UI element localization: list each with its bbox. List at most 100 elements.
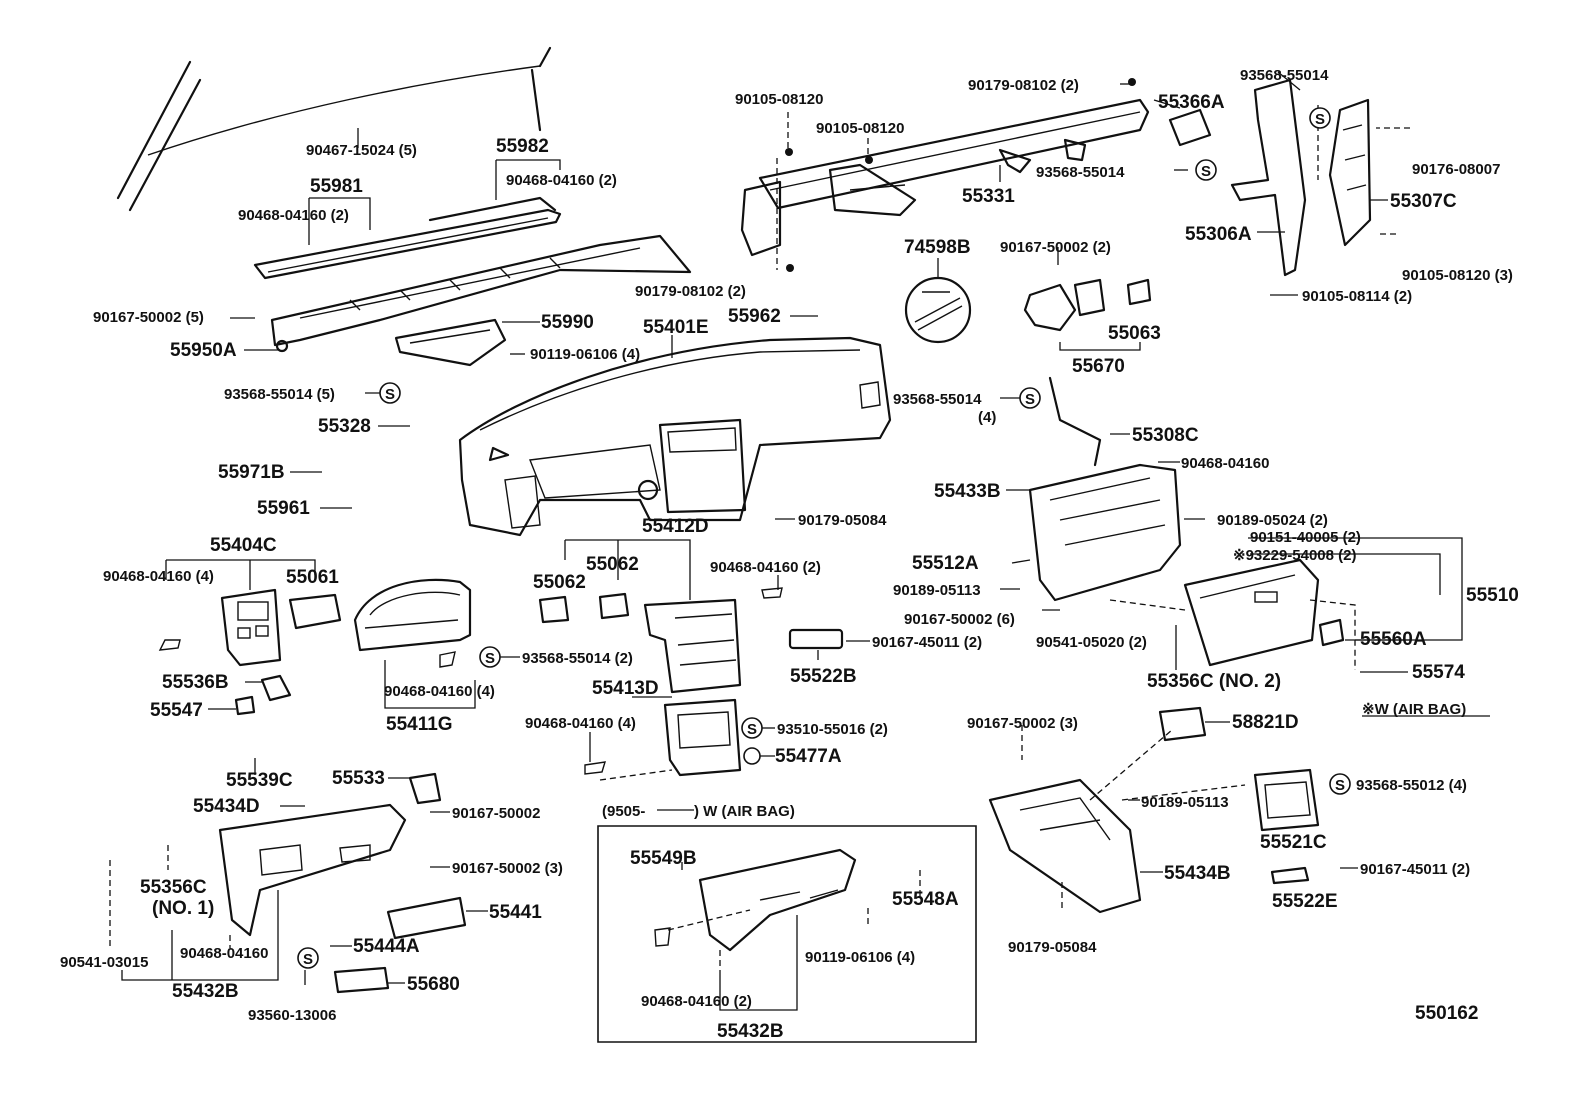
lower-panel-drawing bbox=[218, 772, 467, 994]
part-label: 90468-04160 bbox=[180, 945, 268, 962]
s-mark-text: S bbox=[1315, 111, 1325, 128]
console-box-drawing bbox=[988, 706, 1320, 914]
part-label: 93568-55014 bbox=[1036, 164, 1125, 181]
part-label: 55307C bbox=[1390, 191, 1457, 212]
part-label: 90468-04160 (2) bbox=[238, 207, 349, 224]
part-label: 90189-05113 bbox=[1141, 794, 1229, 811]
part-label: (4) bbox=[978, 409, 996, 426]
part-label: (9505- bbox=[602, 803, 645, 820]
cluster-finish-panel-drawing bbox=[353, 578, 472, 668]
part-label: 55533 bbox=[332, 768, 385, 789]
part-label: 55512A bbox=[912, 553, 979, 574]
part-label: 55971B bbox=[218, 462, 285, 483]
part-label: 55433B bbox=[934, 481, 1001, 502]
part-label: 55432B bbox=[717, 1021, 784, 1042]
s-mark-text: S bbox=[385, 386, 395, 403]
part-label: 55306A bbox=[1185, 224, 1252, 245]
part-label: 90189-05113 bbox=[893, 582, 981, 599]
part-label: 90167-50002 (3) bbox=[967, 715, 1078, 732]
part-label: 90179-08102 (2) bbox=[968, 77, 1079, 94]
part-label: 55510 bbox=[1466, 585, 1519, 606]
side-bracket-drawing bbox=[1168, 78, 1372, 277]
part-label: 90467-15024 (5) bbox=[306, 142, 417, 159]
instrument-panel-drawing bbox=[458, 336, 892, 537]
part-label: 55401E bbox=[643, 317, 709, 338]
part-label: 90167-50002 (6) bbox=[904, 611, 1015, 628]
part-label: 90179-05084 bbox=[798, 512, 887, 529]
part-label: 55477A bbox=[775, 746, 842, 767]
part-label: 55574 bbox=[1412, 662, 1465, 683]
windshield-outline bbox=[116, 46, 552, 212]
part-label: 55680 bbox=[407, 974, 460, 995]
s-mark-text: S bbox=[1335, 777, 1345, 794]
s-mark-text: S bbox=[303, 951, 313, 968]
s-mark bbox=[741, 717, 763, 739]
part-label: 90119-06106 (4) bbox=[805, 949, 915, 966]
s-mark bbox=[1329, 773, 1351, 795]
part-label: 90167-50002 (5) bbox=[93, 309, 204, 326]
part-label: 74598B bbox=[904, 237, 971, 258]
part-label: 90468-04160 (2) bbox=[506, 172, 617, 189]
part-label: 90167-45011 (2) bbox=[1360, 861, 1470, 878]
part-label: 90167-50002 bbox=[452, 805, 540, 822]
part-label: 55981 bbox=[310, 176, 363, 197]
part-label: 55990 bbox=[541, 312, 594, 333]
heater-duct-drawing bbox=[1023, 278, 1152, 332]
reinforcement-beam-drawing bbox=[740, 78, 1150, 272]
part-label: 55432B bbox=[172, 981, 239, 1002]
figure-code: 550162 bbox=[1415, 1003, 1478, 1024]
part-label: 55328 bbox=[318, 416, 371, 437]
part-label: 55441 bbox=[489, 902, 542, 923]
hole-cover-drawing bbox=[788, 628, 844, 650]
part-label: 90179-05084 bbox=[1008, 939, 1097, 956]
part-label: 55062 bbox=[586, 554, 639, 575]
defroster-nozzle-drawing bbox=[253, 196, 562, 280]
part-label: 55961 bbox=[257, 498, 310, 519]
center-defroster-drawing bbox=[394, 318, 507, 367]
s-mark bbox=[379, 382, 401, 404]
part-label: 90167-50002 (2) bbox=[1000, 239, 1111, 256]
part-label: 93568-55012 (4) bbox=[1356, 777, 1467, 794]
s-mark bbox=[1309, 107, 1331, 129]
part-label: 93568-55014 bbox=[1240, 67, 1329, 84]
part-label: 93568-55014 (2) bbox=[522, 650, 633, 667]
part-label: 90189-05024 (2) bbox=[1217, 512, 1328, 529]
part-label: 55950A bbox=[170, 340, 237, 361]
part-label: 55522E bbox=[1272, 891, 1338, 912]
part-label: 55444A bbox=[353, 936, 420, 957]
part-label: 55521C bbox=[1260, 832, 1327, 853]
part-label: 55522B bbox=[790, 666, 857, 687]
part-label: 90541-05020 (2) bbox=[1036, 634, 1147, 651]
part-label: 55547 bbox=[150, 700, 203, 721]
part-label: 55434D bbox=[193, 796, 260, 817]
part-label: 90468-04160 (4) bbox=[103, 568, 214, 585]
part-label: 55548A bbox=[892, 889, 959, 910]
glove-box-door-drawing bbox=[1028, 376, 1182, 602]
part-label: 55356C bbox=[140, 877, 207, 898]
part-label: 90119-06106 (4) bbox=[530, 346, 640, 363]
part-label: 58821D bbox=[1232, 712, 1299, 733]
s-symbols: S S S S S S S S bbox=[297, 107, 1351, 969]
part-label: 90167-45011 (2) bbox=[872, 634, 982, 651]
part-label: 55549B bbox=[630, 848, 697, 869]
part-label: 55536B bbox=[162, 672, 229, 693]
part-label: 55061 bbox=[286, 567, 339, 588]
s-mark bbox=[1195, 159, 1217, 181]
part-label: 55411G bbox=[386, 714, 453, 735]
part-label: 55434B bbox=[1164, 863, 1231, 884]
part-label: 90151-40005 (2) bbox=[1250, 529, 1361, 546]
center-cluster-drawing bbox=[538, 587, 783, 777]
part-label: ※W (AIR BAG) bbox=[1362, 701, 1466, 718]
part-label: 55962 bbox=[728, 306, 781, 327]
part-label: 90468-04160 bbox=[1181, 455, 1269, 472]
part-label: ) W (AIR BAG) bbox=[694, 803, 795, 820]
s-mark-text: S bbox=[1025, 391, 1035, 408]
part-label: 55062 bbox=[533, 572, 586, 593]
s-mark-text: S bbox=[1201, 163, 1211, 180]
part-label: 93568-55014 bbox=[893, 391, 982, 408]
part-label: 93510-55016 (2) bbox=[777, 721, 888, 738]
part-label: (NO. 1) bbox=[152, 898, 214, 919]
part-label: 55670 bbox=[1072, 356, 1125, 377]
part-label: 90105-08120 bbox=[816, 120, 904, 137]
